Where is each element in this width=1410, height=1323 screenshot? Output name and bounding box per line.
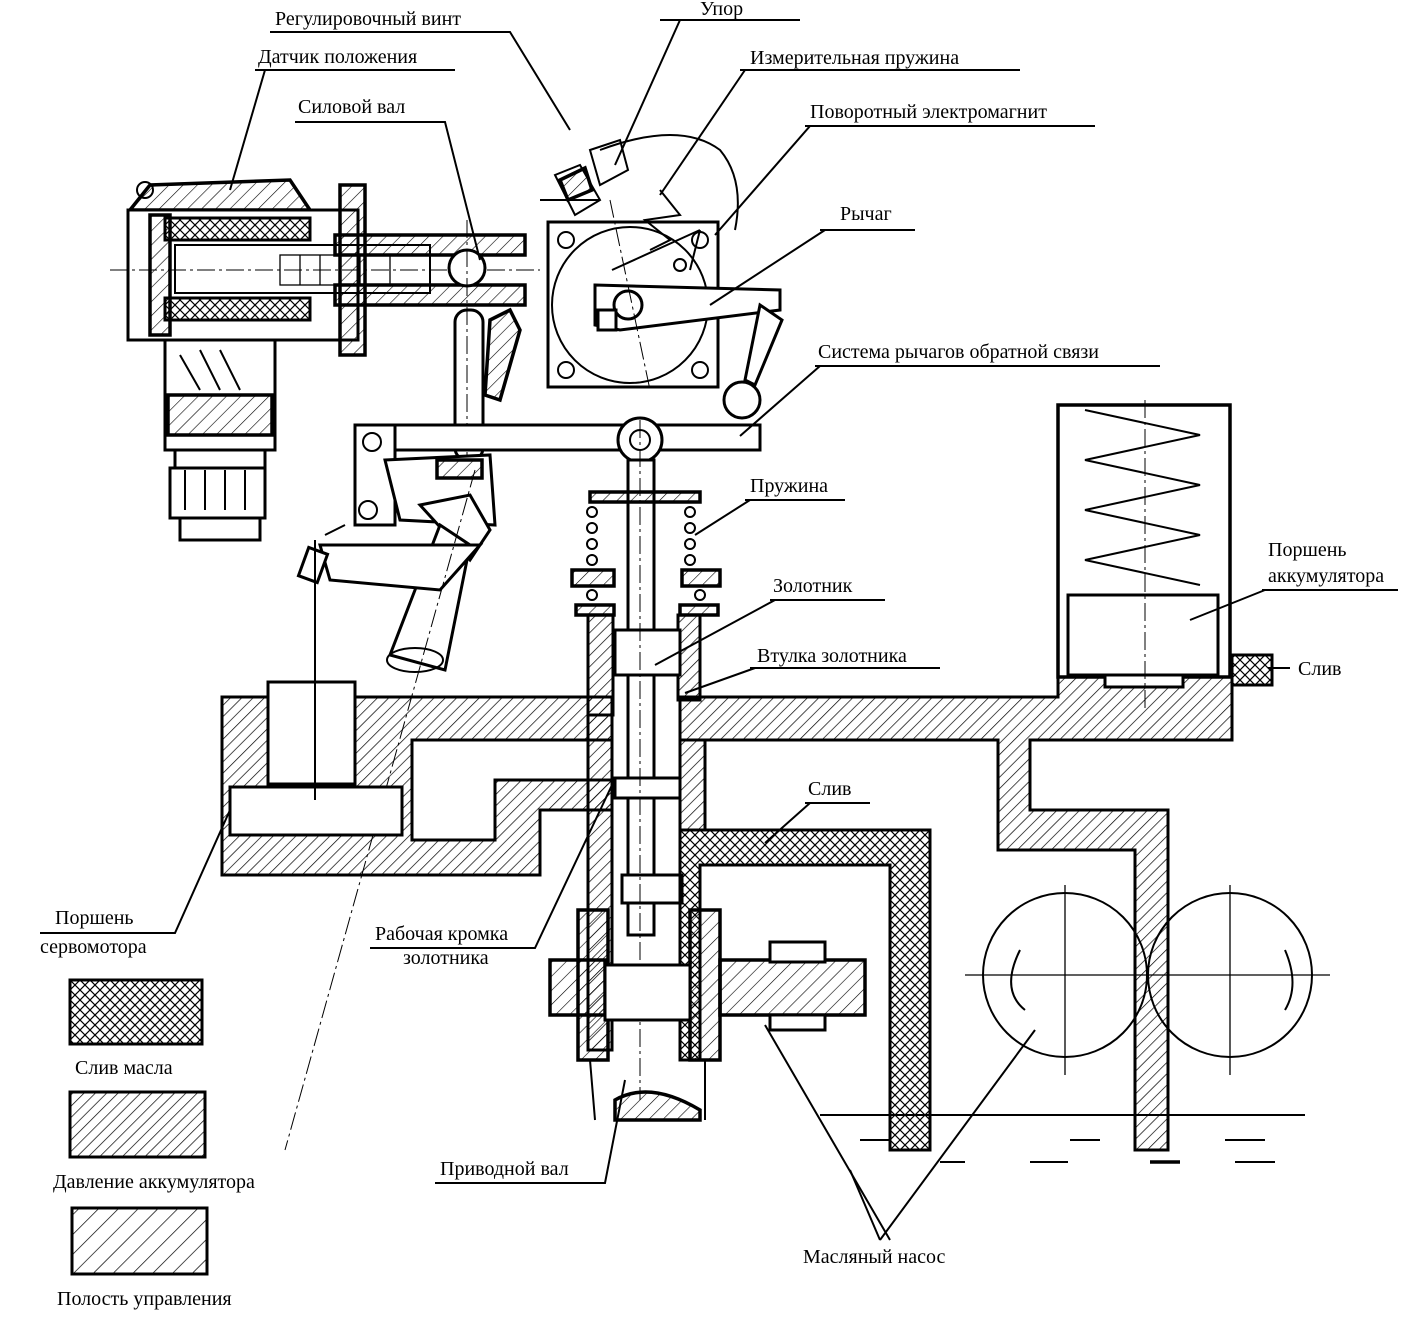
legend-swatch-drain <box>68 978 204 1046</box>
label-servo-piston-2: сервомотора <box>40 936 147 958</box>
label-working-edge-1: Рабочая кромка <box>375 923 508 945</box>
labels: Регулировочный винт Упор Датчик положени… <box>40 0 1384 1268</box>
power-shaft-assembly <box>284 220 762 1151</box>
legend-swatch-control <box>70 1206 209 1276</box>
drive-gear-assembly <box>548 908 867 1122</box>
label-power-shaft: Силовой вал <box>298 96 405 118</box>
label-servo-piston-1: Поршень <box>55 907 134 929</box>
legend-label-control: Полость управления <box>57 1288 232 1310</box>
legend-label-drain: Слив масла <box>75 1057 173 1079</box>
position-sensor <box>110 178 540 542</box>
label-spring: Пружина <box>750 475 828 497</box>
label-position-sensor: Датчик положения <box>258 46 417 68</box>
label-feedback-levers: Система рычагов обратной связи <box>818 341 1099 363</box>
legend-swatch-accumulator <box>68 1090 207 1159</box>
label-accumulator-piston-2: аккумулятора <box>1268 565 1384 587</box>
spring-coils <box>586 506 706 601</box>
hydraulic-body <box>220 400 1274 1152</box>
label-drive-shaft: Приводной вал <box>440 1158 569 1180</box>
leader-lines <box>40 19 1398 1241</box>
label-spool: Золотник <box>773 575 853 597</box>
label-adjust-screw: Регулировочный винт <box>275 8 461 30</box>
legend: Слив масла Давление аккумулятора Полость… <box>53 978 255 1310</box>
label-rotary-electromagnet: Поворотный электромагнит <box>810 101 1047 123</box>
oil-pump-gears <box>820 885 1330 1164</box>
label-accumulator-piston-1: Поршень <box>1268 539 1347 561</box>
label-stop: Упор <box>700 0 743 20</box>
legend-label-accumulator: Давление аккумулятора <box>53 1171 255 1193</box>
label-working-edge-2: золотника <box>403 947 489 969</box>
label-drain-right: Слив <box>1298 658 1341 680</box>
label-spool-sleeve: Втулка золотника <box>757 645 907 667</box>
label-measuring-spring: Измерительная пружина <box>750 47 959 69</box>
label-oil-pump: Масляный насос <box>803 1246 946 1268</box>
label-lever: Рычаг <box>840 203 892 225</box>
label-drain-middle: Слив <box>808 778 851 800</box>
rotary-electromagnet <box>540 134 784 420</box>
